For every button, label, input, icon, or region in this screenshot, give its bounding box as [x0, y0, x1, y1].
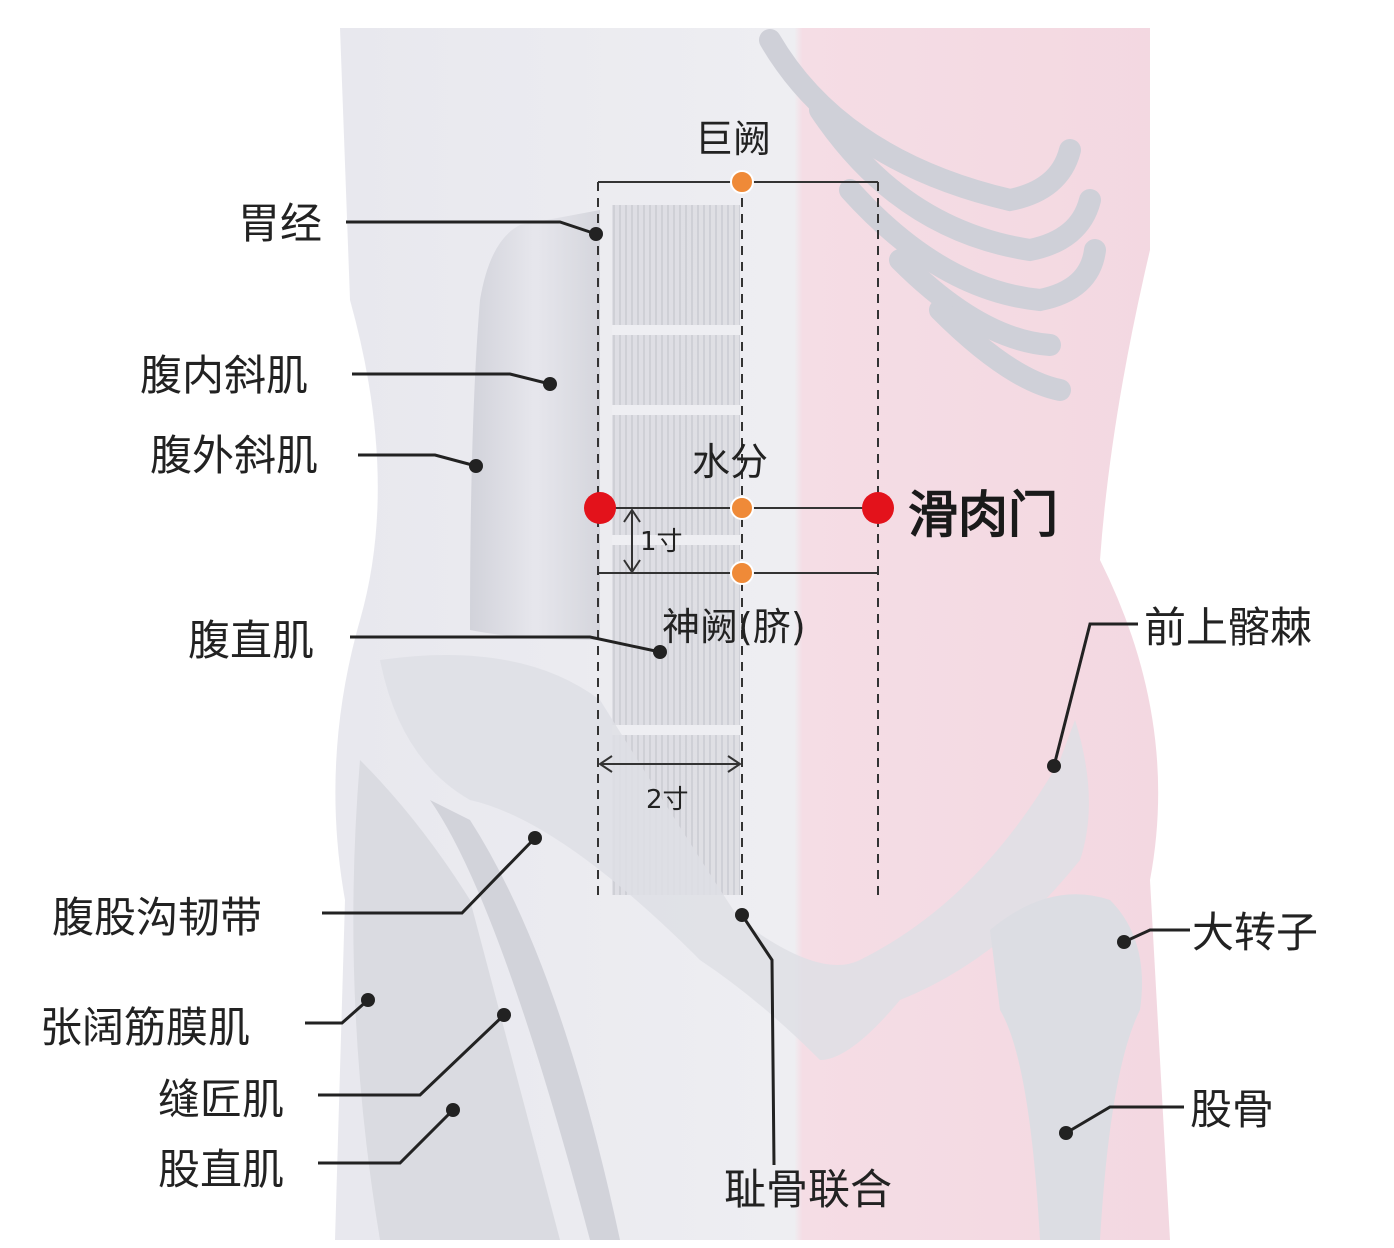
anchor-sartorius — [497, 1008, 511, 1022]
torso-illustration — [335, 28, 1170, 1240]
anchor-stomach-meridian — [589, 227, 603, 241]
anchor-external-oblique — [469, 459, 483, 473]
femur-illustration — [990, 894, 1142, 1240]
ref-point-middle — [730, 496, 754, 520]
anchor-femur — [1059, 1126, 1073, 1140]
label-sartorius: 缝匠肌 — [158, 1075, 284, 1124]
anchor-internal-oblique — [543, 377, 557, 391]
anchor-rectus-femoris — [446, 1103, 460, 1117]
measure-vertical-label: 1寸 — [640, 527, 683, 557]
label-external-oblique: 腹外斜肌 — [150, 431, 318, 480]
anchor-pubic-symphysis — [735, 908, 749, 922]
diagram-title: 滑肉门 — [908, 486, 1058, 544]
label-greater-trochanter: 大转子 — [1192, 908, 1318, 957]
measure-horizontal-label: 2寸 — [646, 785, 689, 815]
label-stomach-meridian: 胃经 — [238, 199, 322, 248]
ref-point-top — [730, 170, 754, 194]
ref-point-bottom — [730, 561, 754, 585]
ref-label-bottom: 神阙(脐) — [662, 605, 806, 649]
label-asis: 前上髂棘 — [1144, 603, 1312, 652]
anchor-tensor-fasciae-latae — [361, 993, 375, 1007]
label-inguinal-ligament: 腹股沟韧带 — [52, 893, 262, 942]
anchor-greater-trochanter — [1117, 935, 1131, 949]
anchor-rectus-abdominis — [653, 645, 667, 659]
pelvis-illustration — [380, 655, 1089, 1060]
anchor-dots — [361, 227, 1131, 1140]
label-rectus-abdominis: 腹直肌 — [188, 616, 314, 665]
acupoint-right — [862, 492, 894, 524]
acupoint-left — [584, 492, 616, 524]
anchor-asis — [1047, 759, 1061, 773]
label-femur: 股骨 — [1190, 1085, 1274, 1134]
label-internal-oblique: 腹内斜肌 — [140, 351, 308, 400]
ribcage-illustration — [759, 29, 1106, 401]
ref-label-top: 巨阙 — [695, 117, 771, 161]
leader-lines — [305, 220, 1190, 1166]
ref-label-middle: 水分 — [692, 440, 768, 484]
oblique-muscle-illustration — [470, 210, 600, 640]
label-rectus-femoris: 股直肌 — [158, 1145, 284, 1194]
anchor-inguinal-ligament — [528, 831, 542, 845]
thigh-muscles-illustration — [353, 760, 560, 1240]
label-pubic-symphysis: 耻骨联合 — [724, 1165, 892, 1214]
label-tensor-fasciae-latae: 张阔筋膜肌 — [40, 1003, 250, 1052]
